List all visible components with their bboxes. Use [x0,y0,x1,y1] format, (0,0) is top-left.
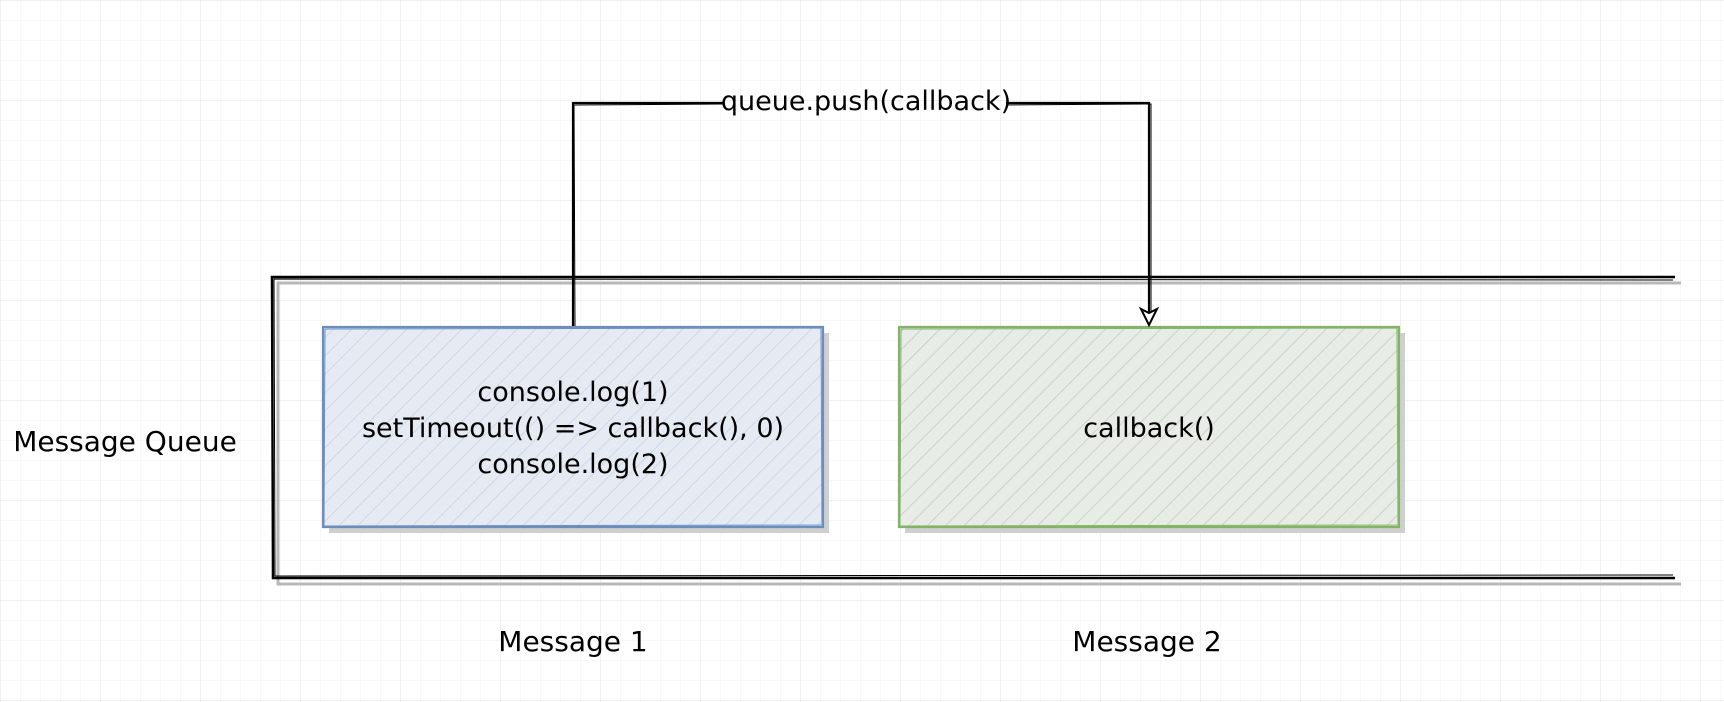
message-queue-container [270,275,1681,586]
arrow-head-icon [1138,306,1160,328]
message-1-line-2: setTimeout(() => callback(), 0) [362,413,784,444]
push-edge-label: queue.push(callback) [721,86,1011,117]
message-2-line-1: callback() [1083,413,1215,444]
message-queue-label: Message Queue [13,425,237,458]
push-connector [571,101,1152,327]
message-2-caption: Message 2 [1072,625,1221,658]
message-1-line-1: console.log(1) [477,377,668,408]
message-2-box [897,325,1405,533]
message-1-line-3: console.log(2) [477,449,668,480]
message-1-caption: Message 1 [498,625,647,658]
message-1-box [321,325,829,533]
